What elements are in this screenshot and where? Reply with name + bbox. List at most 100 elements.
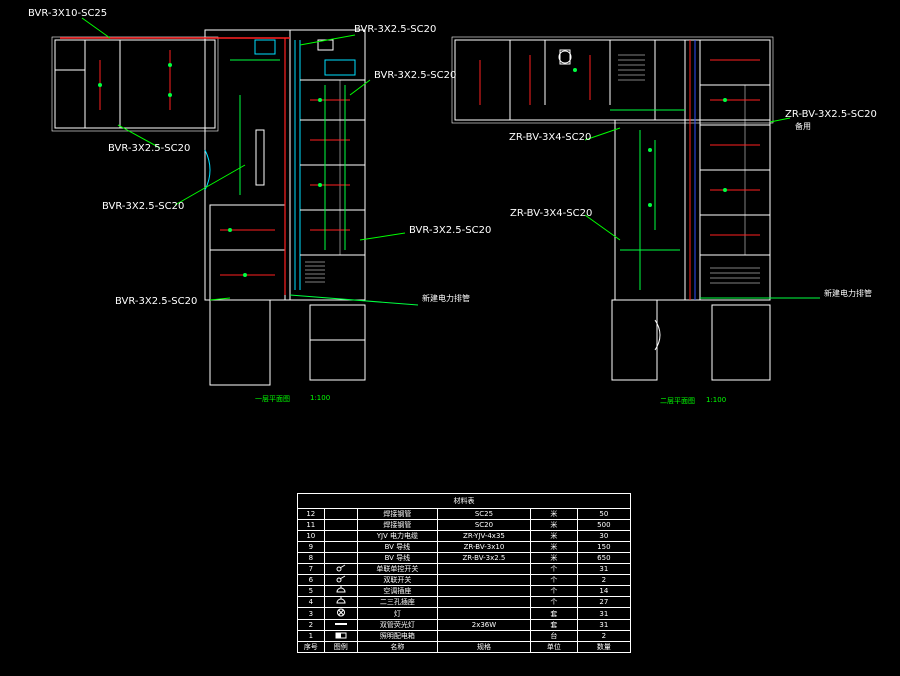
material-table-cell: BV 导线	[356, 552, 438, 564]
material-table-header: 序号图例名称规格单位数量	[297, 641, 632, 653]
material-table-cell: 单位	[530, 641, 578, 653]
material-table-cell	[436, 607, 532, 620]
material-table-cell: 31	[576, 619, 632, 631]
material-table-cell	[323, 508, 358, 520]
material-table-cell: ZR-BV-3x2.5	[436, 552, 532, 564]
circuit-label: BVR-3X2.5-SC20	[102, 201, 185, 212]
material-table-cell: 14	[576, 585, 632, 597]
circuit-label: ZR-BV-3X4-SC20	[509, 132, 592, 143]
material-table-cell: 米	[530, 530, 578, 542]
material-table-cell: 12	[297, 508, 325, 520]
spare-note: 备用	[795, 122, 811, 131]
material-table-cell: 个	[530, 596, 578, 608]
material-table-cell: 31	[576, 563, 632, 575]
material-table-title: 材料表	[297, 493, 631, 509]
material-table-cell: SC20	[436, 519, 532, 531]
material-table-cell: 1	[297, 630, 325, 642]
material-table-cell	[323, 541, 358, 553]
material-table-cell: 6	[297, 574, 325, 586]
material-table-cell: 2x36W	[436, 619, 532, 631]
plan-title: 二层平面图	[660, 397, 695, 405]
circuit-label: BVR-3X2.5-SC20	[374, 70, 457, 81]
lamp-icon	[323, 607, 358, 620]
material-table-cell: 2	[576, 574, 632, 586]
material-table-cell: 9	[297, 541, 325, 553]
left-wiring	[60, 17, 419, 306]
right-wiring	[479, 40, 820, 300]
plan-scale: 1:100	[706, 396, 727, 404]
circuit-label: BVR-3X10-SC25	[28, 8, 108, 19]
material-table-cell: 个	[530, 574, 578, 586]
material-table-cell: BV 导线	[356, 541, 438, 553]
material-table-cell: 米	[530, 508, 578, 520]
circuit-label: ZR-BV-3X2.5-SC20	[785, 109, 877, 120]
material-table-cell: 30	[576, 530, 632, 542]
material-table-cell: 套	[530, 607, 578, 620]
material-table-cell: 二三孔插座	[356, 596, 438, 608]
material-table-cell: 11	[297, 519, 325, 531]
material-table-cell	[323, 519, 358, 531]
socket-icon	[323, 596, 358, 608]
socket-icon	[323, 585, 358, 597]
circuit-label: BVR-3X2.5-SC20	[115, 296, 198, 307]
material-table-cell: ZR-BV-3x10	[436, 541, 532, 553]
material-table-cell: 7	[297, 563, 325, 575]
material-table-cell: 2	[297, 619, 325, 631]
panel-icon	[323, 630, 358, 642]
material-table-cell: 图例	[323, 641, 358, 653]
material-table-cell	[436, 596, 532, 608]
material-table-cell	[323, 530, 358, 542]
material-table-cell: 50	[576, 508, 632, 520]
material-table-cell: 个	[530, 563, 578, 575]
tube-icon	[323, 619, 358, 631]
material-table-cell: 规格	[436, 641, 532, 653]
material-table-cell: ZR-YJV-4x35	[436, 530, 532, 542]
material-table-cell: 500	[576, 519, 632, 531]
right-floor-plan	[451, 36, 774, 381]
material-table-cell: 米	[530, 541, 578, 553]
material-table-cell: 序号	[297, 641, 325, 653]
material-table-cell: YJV 电力电缆	[356, 530, 438, 542]
material-table-cell: 31	[576, 607, 632, 620]
material-table-cell: 10	[297, 530, 325, 542]
material-table-cell: 数量	[576, 641, 632, 653]
circuit-label: BVR-3X2.5-SC20	[108, 143, 191, 154]
material-table-cell: 双联开关	[356, 574, 438, 586]
circuit-label: ZR-BV-3X4-SC20	[510, 208, 593, 219]
material-table-cell: 焊接钢管	[356, 508, 438, 520]
material-table-cell: 单联单控开关	[356, 563, 438, 575]
material-table-cell: 27	[576, 596, 632, 608]
material-table-cell: 650	[576, 552, 632, 564]
plan-scale: 1:100	[310, 394, 331, 402]
material-table-cell: 150	[576, 541, 632, 553]
material-table-cell: 4	[297, 596, 325, 608]
duct-note: 新建电力排管	[422, 294, 470, 303]
material-table-cell: 5	[297, 585, 325, 597]
material-table-cell: 台	[530, 630, 578, 642]
material-table-cell	[436, 574, 532, 586]
material-table-cell: 个	[530, 585, 578, 597]
material-table-cell	[436, 630, 532, 642]
material-table-cell	[436, 563, 532, 575]
left-floor-plan	[51, 29, 366, 386]
plan-title: 一层平面图	[255, 395, 290, 403]
material-table-cell	[436, 585, 532, 597]
circuit-label: BVR-3X2.5-SC20	[354, 24, 437, 35]
material-table-cell: SC25	[436, 508, 532, 520]
material-table-cell: 焊接钢管	[356, 519, 438, 531]
material-table-cell	[323, 552, 358, 564]
